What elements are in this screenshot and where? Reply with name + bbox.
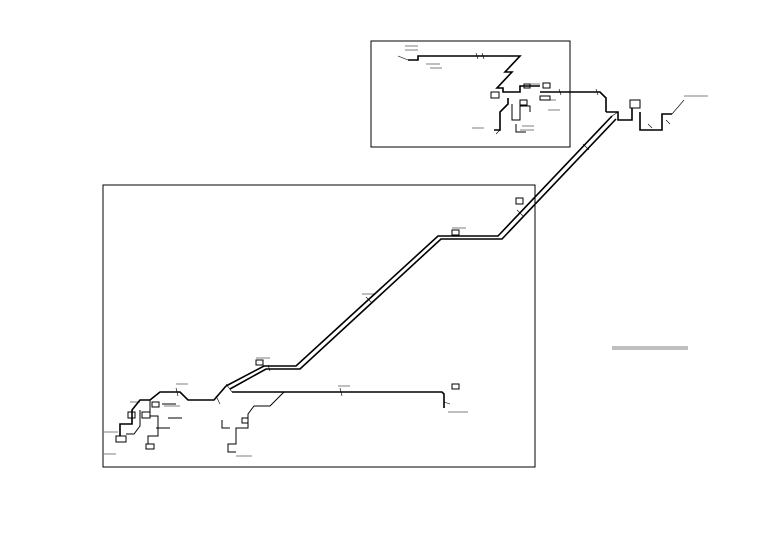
diagonal-fixture-1 [515,197,524,205]
diagonal-fixture-3 [255,359,264,366]
upper-fixture-3 [519,99,528,106]
exterior-riser-right [639,112,672,131]
lower-left-cluster-3 [126,410,141,435]
exterior-riser-group [606,95,708,131]
upper-pipe-lead [397,55,409,61]
upper-pipe-main [408,55,540,93]
lower-branch-stub [221,420,230,429]
upper-label-leaders [405,45,560,135]
drawing-title-underline [612,346,688,350]
lower-valve-ticks [175,387,451,405]
diagonal-label-leaders [256,227,466,359]
lower-fixture-6 [115,435,127,443]
upper-fixture-5 [542,82,551,89]
upper-valve-ticks [475,52,599,96]
exterior-riser-pipe [606,108,633,121]
upper-fixture-2 [539,95,551,101]
upper-pipe-loop [511,104,531,121]
diagonal-fixture-2 [451,229,460,236]
lower-fixture-3 [127,411,136,419]
drawing-title-group [612,346,688,350]
exterior-riser-ticks [611,111,671,129]
lower-fixture-4 [451,383,460,390]
lower-fixture-1 [141,411,151,419]
lower-frame-border [102,184,536,468]
diagonal-main-pipe-a [225,115,613,387]
diagonal-main-pipe-b [229,118,617,390]
lower-branch-drop [227,391,285,453]
diagonal-main-group [225,115,617,393]
exterior-riser-leader [671,95,708,115]
lower-horizontal-branch [232,391,445,408]
lower-fixture-5 [241,417,249,424]
lower-left-cluster-4 [156,403,182,429]
upper-fixture-1 [490,91,500,99]
lower-frame-group [102,184,536,468]
lower-label-leaders [104,383,468,457]
exterior-riser-box [629,99,641,109]
lower-horizontal-pipe [174,385,227,401]
upper-pipe-riser [494,98,509,131]
upper-pipe-branch [540,91,607,112]
lower-left-cluster [119,391,174,436]
lower-fixture-2 [151,401,160,408]
upper-pipe-drop [515,124,526,133]
lower-fixture-7 [145,443,155,450]
upper-frame-border [370,40,571,148]
diagonal-main-ticks [225,143,590,393]
upper-frame-group [370,40,607,148]
